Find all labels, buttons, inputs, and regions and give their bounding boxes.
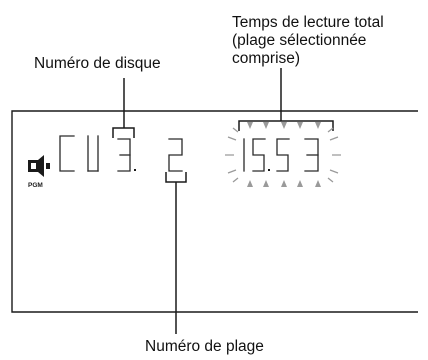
total-play-time-label: Temps de lecture total (plage sélectionn… bbox=[232, 14, 384, 68]
total-play-time-label-line1: Temps de lecture total bbox=[232, 14, 384, 31]
disc-readout-number bbox=[117, 138, 136, 172]
total-play-time-label-line3: comprise) bbox=[232, 50, 301, 67]
disc-readout-d bbox=[87, 135, 99, 172]
display-frame bbox=[11, 110, 418, 313]
total-time-leader bbox=[238, 68, 334, 131]
speaker-icon bbox=[28, 155, 50, 177]
track-readout bbox=[168, 138, 183, 172]
total-time-readout bbox=[243, 138, 319, 172]
track-number-label: Numéro de plage bbox=[145, 338, 264, 355]
pgm-indicator: PGM bbox=[28, 182, 43, 189]
disc-number-leader bbox=[112, 78, 135, 138]
total-play-time-label-line2: (plage sélectionnée bbox=[232, 32, 367, 49]
disc-readout-c bbox=[59, 135, 75, 172]
disc-number-label: Numéro de disque bbox=[34, 55, 161, 72]
flash-rays bbox=[225, 122, 341, 187]
track-number-leader bbox=[165, 172, 187, 334]
